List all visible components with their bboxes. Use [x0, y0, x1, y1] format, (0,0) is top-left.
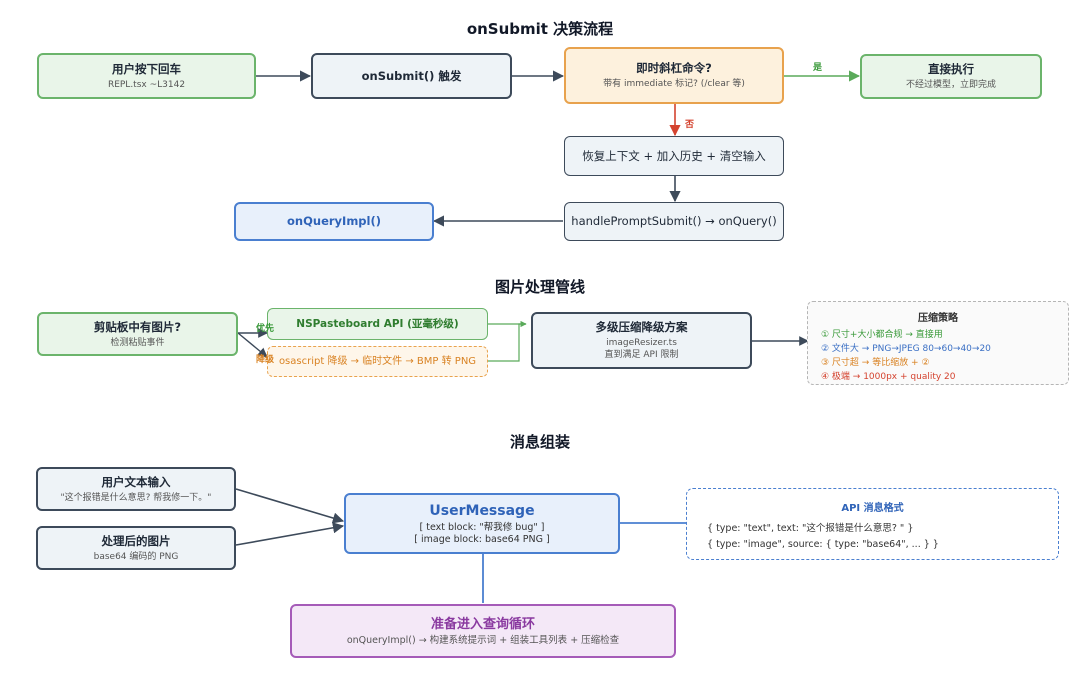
node-onsubmit-title: onSubmit() 触发	[361, 68, 462, 83]
node-user-text-title: 用户文本输入	[101, 474, 171, 489]
node-slash-command-title: 即时斜杠命令?	[636, 61, 712, 75]
node-user-text[interactable]: 用户文本输入 "这个报错是什么意思? 帮我修一下。"	[36, 467, 236, 511]
arrow-fallback-merge	[488, 321, 527, 362]
node-usermessage-line2: [ image block: base64 PNG ]	[414, 533, 550, 545]
node-clipboard-image[interactable]: 剪贴板中有图片? 检测粘贴事件	[37, 312, 238, 356]
node-handle-prompt[interactable]: handlePromptSubmit() → onQuery()	[564, 202, 784, 241]
label-no: 否	[685, 120, 695, 130]
node-ready-query-loop[interactable]: 准备进入查询循环 onQueryImpl() → 构建系统提示词 + 组装工具列…	[290, 604, 676, 658]
node-user-enter[interactable]: 用户按下回车 REPL.tsx ~L3142	[37, 53, 256, 99]
section-title-message: 消息组装	[509, 433, 570, 451]
node-multi-compress-sub1: imageResizer.ts	[606, 338, 677, 348]
label-priority: 优先	[256, 324, 275, 334]
api-format-panel: API 消息格式 { type: "text", text: "这个报错是什么意…	[686, 488, 1059, 560]
node-onqueryimpl-title: onQueryImpl()	[287, 214, 381, 228]
node-usermessage-line1: [ text block: "帮我修 bug" ]	[419, 521, 545, 533]
arrow-clipboard-to-fallback	[237, 332, 268, 358]
section-title-image: 图片处理管线	[494, 278, 585, 296]
node-handle-prompt-title: handlePromptSubmit() → onQuery()	[571, 214, 777, 228]
compression-strategy-title: 压缩策略	[918, 313, 958, 324]
node-clipboard-image-sub: 检测粘贴事件	[110, 337, 165, 348]
node-user-enter-sub: REPL.tsx ~L3142	[107, 79, 186, 90]
node-usermessage[interactable]: UserMessage [ text block: "帮我修 bug" ] [ …	[344, 493, 620, 554]
node-direct-exec-sub: 不经过模型，立即完成	[905, 80, 996, 90]
label-yes: 是	[813, 63, 823, 73]
node-multi-compress[interactable]: 多级压缩降级方案 imageResizer.ts 直到满足 API 限制	[531, 312, 752, 369]
node-ready-query-loop-sub: onQueryImpl() → 构建系统提示词 + 组装工具列表 + 压缩检查	[346, 634, 620, 646]
node-multi-compress-title: 多级压缩降级方案	[595, 320, 688, 334]
arrow-image-to-usermessage	[235, 522, 345, 546]
node-processed-image-sub: base64 编码的 PNG	[93, 551, 179, 562]
node-processed-image-title: 处理后的图片	[101, 533, 171, 548]
node-user-text-sub: "这个报错是什么意思? 帮我修一下。"	[60, 492, 212, 503]
node-direct-exec-title: 直接执行	[928, 62, 974, 76]
api-format-line2: { type: "image", source: { type: "base64…	[707, 539, 939, 550]
node-clipboard-image-title: 剪贴板中有图片?	[93, 319, 182, 334]
arrow-text-to-usermessage	[235, 488, 345, 524]
section-title-submit: onSubmit 决策流程	[466, 20, 614, 38]
compression-strategy-item: ① 尺寸+大小都合规 → 直接用	[821, 330, 943, 340]
node-nspasteboard[interactable]: NSPasteboard API (亚毫秒级)	[267, 308, 488, 340]
compression-strategy-item: ③ 尺寸超 → 等比缩放 + ②	[821, 358, 930, 368]
node-onsubmit[interactable]: onSubmit() 触发	[311, 53, 512, 99]
node-osascript-title: osascript 降级 → 临时文件 → BMP 转 PNG	[278, 355, 477, 367]
node-slash-command-sub: 带有 immediate 标记? (/clear 等)	[603, 79, 745, 89]
compression-strategy-list: ① 尺寸+大小都合规 → 直接用 ② 文件大 → PNG→JPEG 80→60→4…	[821, 328, 1068, 384]
node-onqueryimpl[interactable]: onQueryImpl()	[234, 202, 434, 241]
node-restore-context[interactable]: 恢复上下文 + 加入历史 + 清空输入	[564, 136, 784, 176]
node-osascript[interactable]: osascript 降级 → 临时文件 → BMP 转 PNG	[267, 346, 488, 377]
node-nspasteboard-title: NSPasteboard API (亚毫秒级)	[296, 317, 459, 330]
node-direct-exec[interactable]: 直接执行 不经过模型，立即完成	[860, 54, 1042, 99]
label-fallback: 降级	[256, 355, 275, 365]
compression-strategy-panel: 压缩策略 ① 尺寸+大小都合规 → 直接用 ② 文件大 → PNG→JPEG 80…	[807, 301, 1069, 385]
node-usermessage-title: UserMessage	[429, 502, 535, 519]
compression-strategy-item: ② 文件大 → PNG→JPEG 80→60→40→20	[821, 344, 991, 354]
api-format-line1: { type: "text", text: "这个报错是什么意思? " }	[707, 523, 914, 534]
node-multi-compress-sub2: 直到满足 API 限制	[604, 350, 679, 360]
compression-strategy-item: ④ 极端 → 1000px + quality 20	[821, 372, 956, 382]
node-user-enter-title: 用户按下回车	[112, 61, 181, 76]
node-ready-query-loop-title: 准备进入查询循环	[430, 616, 535, 632]
node-slash-command[interactable]: 即时斜杠命令? 带有 immediate 标记? (/clear 等)	[564, 47, 784, 104]
api-format-title: API 消息格式	[841, 503, 904, 514]
node-processed-image[interactable]: 处理后的图片 base64 编码的 PNG	[36, 526, 236, 570]
node-restore-context-title: 恢复上下文 + 加入历史 + 清空输入	[582, 148, 766, 163]
